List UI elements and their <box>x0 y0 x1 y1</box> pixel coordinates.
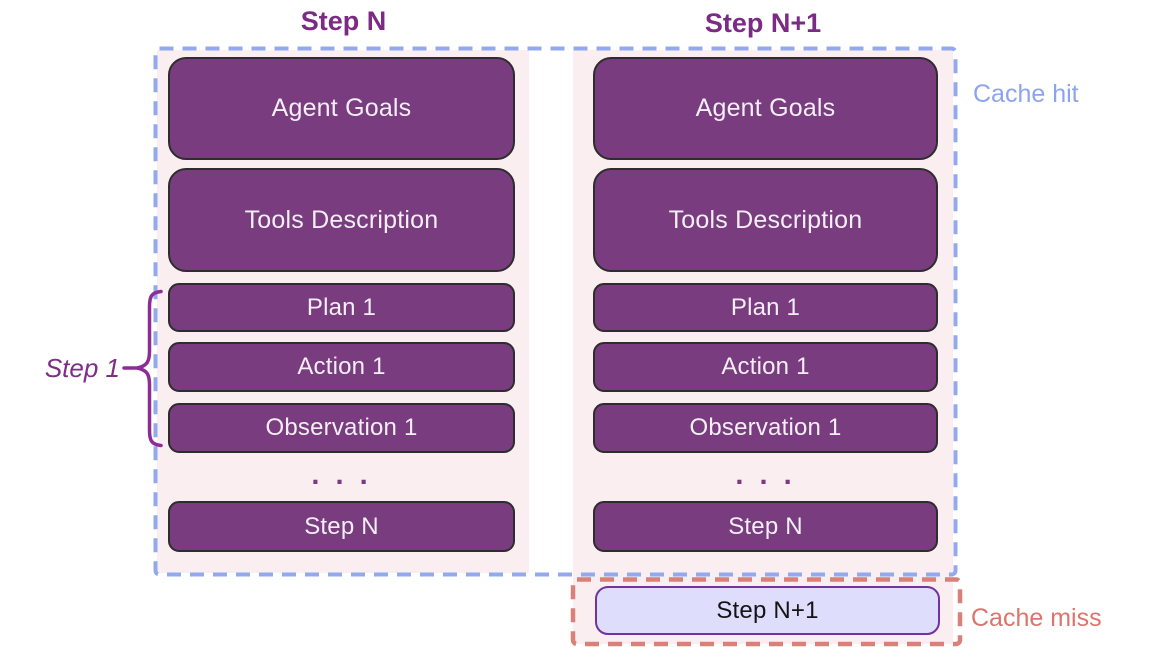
box-agent-goals-left: Agent Goals <box>168 57 515 160</box>
box-action-1-right: Action 1 <box>593 342 938 392</box>
box-agent-goals-right: Agent Goals <box>593 57 938 160</box>
cache-hit-annotation: Cache hit <box>973 80 1079 108</box>
box-plan-1-left: Plan 1 <box>168 283 515 332</box>
column-title-step-n-plus-1: Step N+1 <box>704 8 822 38</box>
box-step-n-right: Step N <box>593 501 938 552</box>
box-step-n-plus-1-uncached: Step N+1 <box>595 586 940 635</box>
box-action-1-left: Action 1 <box>168 342 515 392</box>
ellipsis-left: . . . <box>311 459 372 491</box>
column-title-step-n: Step N <box>300 6 387 36</box>
box-observation-1-right: Observation 1 <box>593 403 938 453</box>
box-tools-description-left: Tools Description <box>168 168 515 272</box>
box-tools-description-right: Tools Description <box>593 168 938 272</box>
box-step-n-left: Step N <box>168 501 515 552</box>
ellipsis-right: . . . <box>735 459 796 491</box>
box-observation-1-left: Observation 1 <box>168 403 515 453</box>
cache-miss-annotation: Cache miss <box>971 604 1102 632</box>
box-plan-1-right: Plan 1 <box>593 283 938 332</box>
step1-annotation: Step 1 <box>44 353 120 383</box>
